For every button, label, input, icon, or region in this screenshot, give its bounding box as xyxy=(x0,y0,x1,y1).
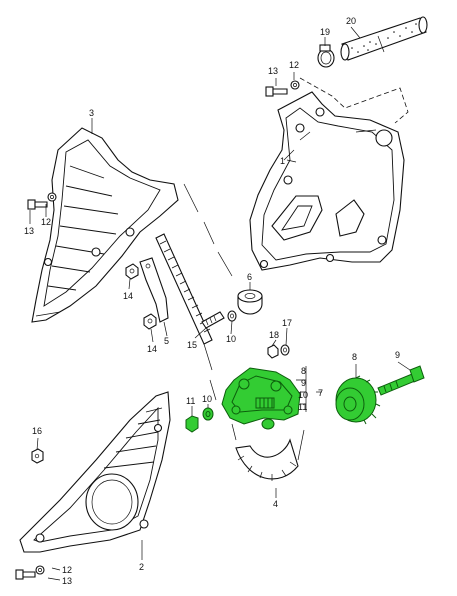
upper-front-cover xyxy=(31,127,179,323)
callout-1: 1 xyxy=(280,156,285,166)
washer-17 xyxy=(280,344,290,356)
callout-10-stack: 10 xyxy=(298,390,308,400)
callout-5: 5 xyxy=(164,336,169,346)
callout-7: 7 xyxy=(318,388,323,398)
cover-bolt-left xyxy=(27,192,57,210)
belt-guide xyxy=(139,257,169,323)
callout-15: 15 xyxy=(187,340,197,350)
callout-6: 6 xyxy=(247,272,252,282)
callout-12-left: 12 xyxy=(41,217,51,227)
cover-bolt-top xyxy=(265,80,300,97)
callout-14-lower: 14 xyxy=(147,344,157,354)
callout-4: 4 xyxy=(273,499,278,509)
callout-12-bottom: 12 xyxy=(62,565,72,575)
rear-timing-cover xyxy=(249,77,409,271)
callout-labels: 3 1 13 12 19 20 12 13 14 14 5 15 10 6 18… xyxy=(24,16,400,586)
pulley-bolt-highlighted xyxy=(377,365,425,396)
nut-lower xyxy=(143,313,157,330)
callout-11-stack: 11 xyxy=(298,402,307,412)
hose-clamp xyxy=(317,44,335,68)
callout-8: 8 xyxy=(352,352,357,362)
nut-upper xyxy=(125,263,139,280)
nut-16 xyxy=(31,448,44,464)
callout-16: 16 xyxy=(32,426,42,436)
callout-12-top: 12 xyxy=(289,60,299,70)
callout-11: 11 xyxy=(186,396,195,406)
callout-13-top: 13 xyxy=(268,66,278,76)
callout-9-stack: 9 xyxy=(301,378,306,388)
nut-11-highlighted xyxy=(185,415,199,433)
washer-upper xyxy=(227,310,237,322)
pulley-highlighted xyxy=(335,375,381,425)
hose xyxy=(340,16,428,61)
callout-13-bottom: 13 xyxy=(62,576,72,586)
callout-9: 9 xyxy=(395,350,400,360)
callout-19: 19 xyxy=(320,27,330,37)
lower-front-cover xyxy=(19,391,171,553)
washer-lower-highlighted xyxy=(202,407,214,421)
cover-bolt-lower xyxy=(15,565,45,580)
callout-10-lower: 10 xyxy=(202,394,212,404)
callout-18: 18 xyxy=(269,330,279,340)
callout-8-stack: 8 xyxy=(301,366,306,376)
idler-roller xyxy=(237,289,263,315)
callout-13-left: 13 xyxy=(24,226,34,236)
stud xyxy=(201,311,225,329)
tensioner-bracket-highlighted xyxy=(221,367,301,430)
callout-10-upper: 10 xyxy=(226,334,236,344)
callout-14-upper: 14 xyxy=(123,291,133,301)
callout-3: 3 xyxy=(89,108,94,118)
callout-20: 20 xyxy=(346,16,356,26)
leader-lines xyxy=(29,26,411,581)
nut-18 xyxy=(267,344,279,359)
callout-17: 17 xyxy=(282,318,292,328)
callout-2: 2 xyxy=(139,562,144,572)
